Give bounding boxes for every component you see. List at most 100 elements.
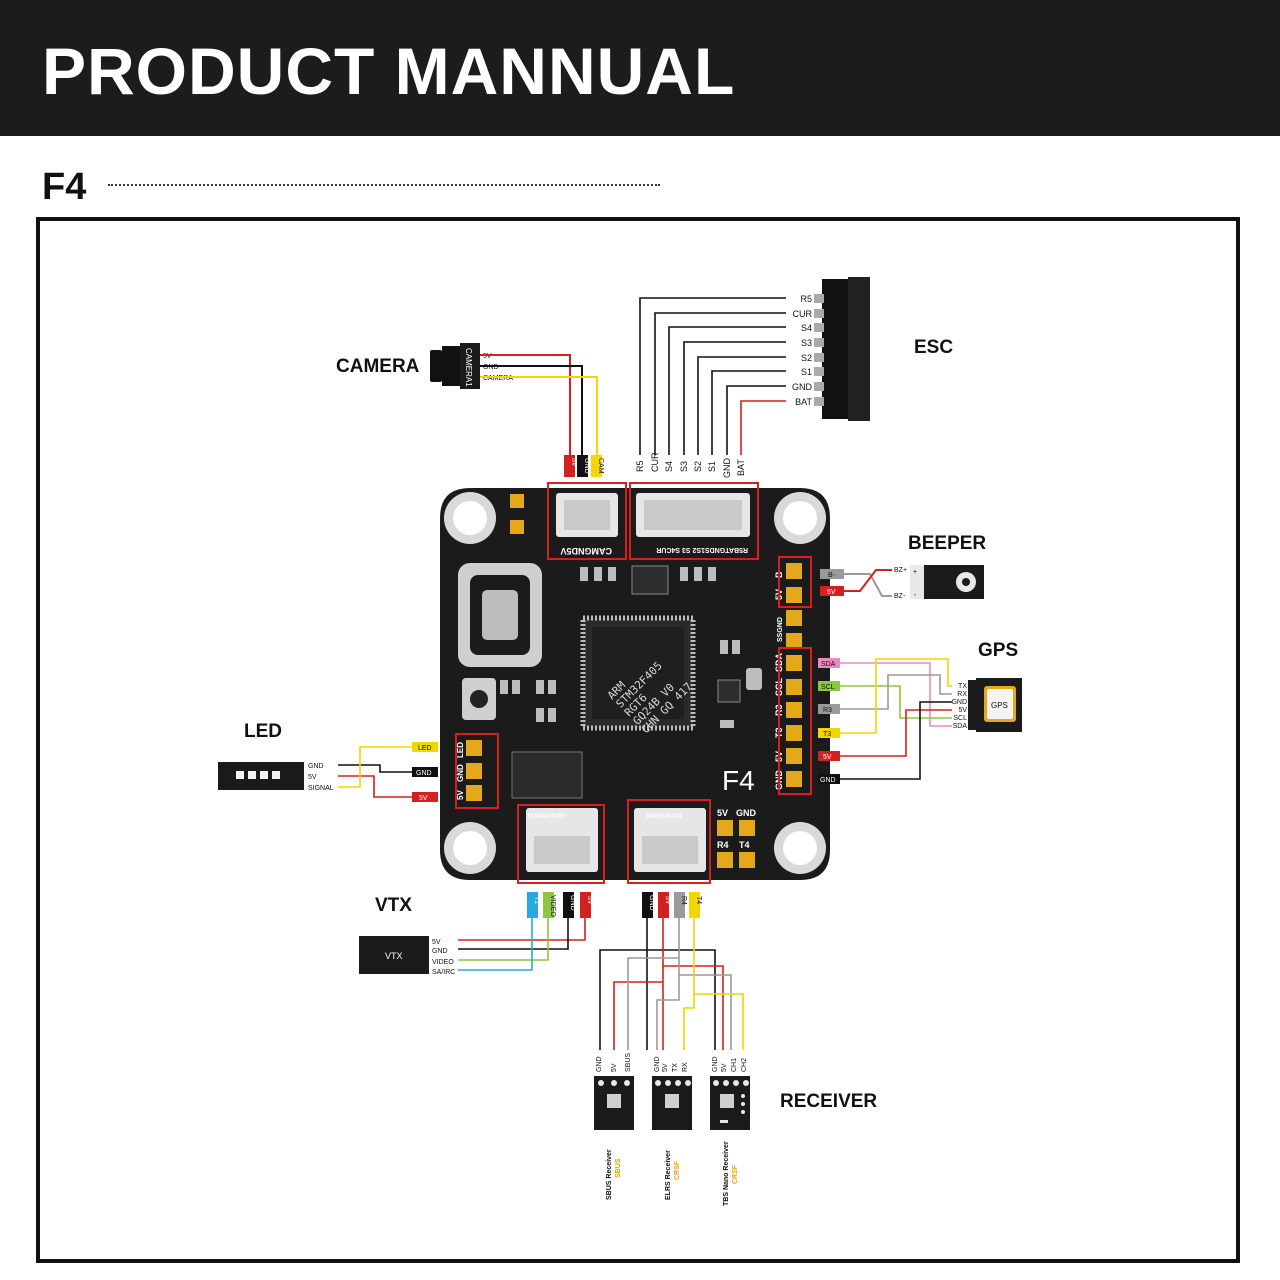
gps-module-text: GPS	[991, 701, 1008, 710]
silk-cam-connector: CAMGND5V	[560, 546, 612, 556]
gps-tag-t3: T3	[823, 731, 831, 738]
esc-pin-r5: R5	[800, 294, 812, 304]
esc-pin-s2: S2	[801, 353, 812, 363]
vtx-module-text: VTX	[385, 951, 403, 961]
esc-wire-s1: S1	[707, 461, 717, 472]
receiver-module-elrs: GND 5V TX RX ELRS Receiver CRSF	[652, 1056, 692, 1200]
vtx-module: VTX	[359, 936, 429, 974]
vtx-pin-gnd: GND	[432, 948, 448, 955]
esc-pin-s1: S1	[801, 367, 812, 377]
receiver-tags: GND 5V R4 T4	[642, 892, 702, 918]
esc-wire-r5: R5	[635, 460, 645, 472]
led-pin-5v: 5V	[308, 774, 317, 781]
beeper-label: BEEPER	[908, 533, 986, 554]
tbs-pin-5v: 5V	[721, 1063, 728, 1072]
esc-wire-s2: S2	[693, 461, 703, 472]
silk-bottom-r4: R4	[717, 840, 729, 850]
beeper-minus-sign: -	[914, 592, 917, 599]
esc-pin-s3: S3	[801, 338, 812, 348]
diagram-frame	[36, 217, 1240, 1263]
elrs-pin-rx: RX	[682, 1062, 689, 1072]
camera-pin-camera: CAMERA	[483, 375, 513, 382]
gps-tags: SDA SCL R3 T3 5V GND	[818, 658, 840, 784]
camera-tag-5v: 5V	[570, 458, 577, 467]
beeper-tags: B- 5V	[820, 569, 844, 596]
gps-pin-rx: RX	[957, 691, 967, 698]
esc-wire-bat: BAT	[736, 459, 746, 476]
camera-pin-gnd: GND	[483, 364, 499, 371]
esc-pin-gnd: GND	[792, 382, 813, 392]
elrs-receiver-name: ELRS Receiver	[665, 1150, 672, 1200]
receiver-tag-r4: R4	[680, 896, 687, 905]
receiver-module-sbus: GND 5V SBUS SBUS Receiver SBUS	[594, 1053, 634, 1200]
vtx-tag-t1: T1	[533, 896, 540, 904]
esc-pin-bat: BAT	[795, 397, 812, 407]
esc-pin-cur: CUR	[793, 309, 813, 319]
silk-led: LED	[456, 742, 465, 758]
silk-led-5v: 5V	[456, 790, 465, 800]
silk-esc-connector: R5BATGNDS1S2 S3 S4CUR	[656, 546, 748, 553]
elrs-receiver-protocol: CRSF	[674, 1160, 681, 1180]
sbus-receiver-name: SBUS Receiver	[606, 1149, 613, 1200]
led-tag-gnd: GND	[416, 770, 432, 777]
vtx-tag-video: VIDEO	[549, 895, 556, 917]
board-name: F4	[722, 765, 755, 796]
receiver-tag-5v: 5V	[664, 896, 671, 905]
gps-pin-labels: TX RX GND 5V SCL SDA	[951, 683, 967, 730]
gps-tag-5v: 5V	[823, 754, 832, 761]
silk-vtx-connector: T1GNDVTX5V	[527, 814, 566, 820]
silk-bottom-t4: T4	[739, 840, 750, 850]
silk-bottom-5v: 5V	[717, 808, 728, 818]
dotted-divider	[108, 184, 660, 186]
sbus-pin-gnd: GND	[596, 1056, 603, 1072]
camera-module: CAMERA1	[430, 343, 480, 389]
esc-connector	[814, 277, 870, 421]
led-label: LED	[244, 721, 282, 742]
silk-led-gnd: GND	[456, 764, 465, 782]
vtx-tag-5v: 5V	[586, 896, 593, 905]
led-strip	[218, 762, 304, 790]
beeper-pin-bz-minus: BZ-	[894, 593, 906, 600]
camera-label: CAMERA	[336, 356, 420, 377]
beeper-module: + -	[910, 565, 984, 599]
vtx-label: VTX	[375, 895, 412, 916]
camera-pin-5v: 5V	[483, 353, 492, 360]
camera-tag-gnd: GND	[583, 458, 590, 474]
esc-wire-labels: R5 CUR S4 S3 S2 S1 GND BAT	[635, 452, 746, 478]
led-pin-signal: SIGNAL	[308, 785, 334, 792]
elrs-pin-gnd: GND	[654, 1056, 661, 1072]
beeper-tag-b: B-	[828, 572, 836, 579]
led-tag-led: LED	[418, 745, 432, 752]
sbus-pin-sbus: SBUS	[625, 1053, 632, 1072]
receiver-label: RECEIVER	[780, 1091, 877, 1112]
sbus-pin-5v: 5V	[611, 1063, 618, 1072]
esc-wire-gnd: GND	[722, 458, 732, 479]
beeper-tag-5v: 5V	[827, 589, 836, 596]
tbs-receiver-protocol: CRSF	[732, 1164, 739, 1184]
esc-wire-s3: S3	[679, 461, 689, 472]
esc-wire-cur: CUR	[650, 452, 660, 472]
tbs-pin-gnd: GND	[712, 1056, 719, 1072]
silk-ssgnd: SSGND	[777, 617, 784, 642]
gps-pin-sda: SDA	[953, 723, 968, 730]
gps-tag-scl: SCL	[821, 684, 835, 691]
section-label: F4	[42, 166, 87, 208]
header-bar: PRODUCT MANNUAL	[0, 0, 1280, 136]
tbs-pin-ch1: CH1	[731, 1058, 738, 1072]
sbus-receiver-protocol: SBUS	[615, 1158, 622, 1178]
gps-tag-r3: R3	[823, 707, 832, 714]
elrs-pin-tx: TX	[672, 1063, 679, 1072]
led-tag-5v: 5V	[419, 795, 428, 802]
esc-pin-s4: S4	[801, 323, 812, 333]
esc-label: ESC	[914, 337, 953, 358]
gps-pin-tx: TX	[958, 683, 967, 690]
gps-tag-sda: SDA	[821, 661, 836, 668]
led-tags: LED GND 5V	[412, 742, 438, 802]
vtx-tags: T1 VIDEO GND 5V	[527, 892, 593, 918]
page-title: PRODUCT MANNUAL	[42, 34, 736, 108]
receiver-module-tbs: GND 5V CH1 CH2 TBS Nano Receiver CRSF	[710, 1056, 750, 1206]
camera-tags: 5V GND CAM	[564, 455, 604, 477]
vtx-tag-gnd: GND	[569, 895, 576, 911]
receiver-tag-t4: T4	[695, 896, 702, 904]
